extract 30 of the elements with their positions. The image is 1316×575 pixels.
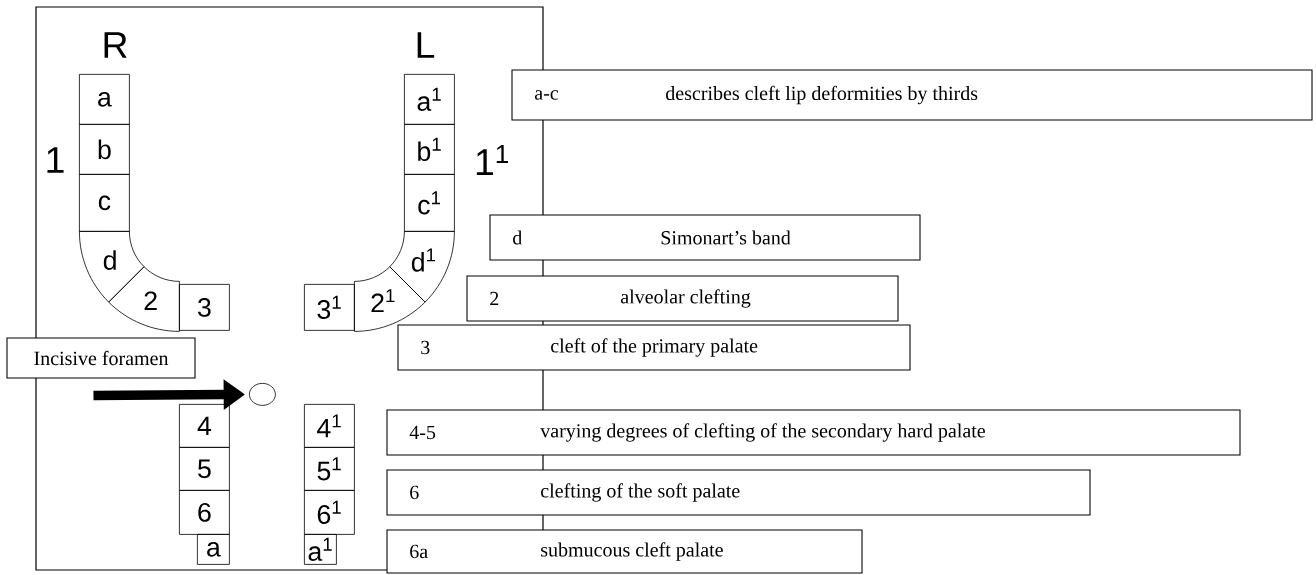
definition-box: 4-5 varying degrees of clefting of the secondary hard palate (386, 409, 1241, 456)
segment-box: a$^{1}$ (304, 534, 337, 565)
definition-box: 3 cleft of the primary palate (397, 324, 911, 371)
foramen-circle (249, 383, 276, 406)
segment-box: 4$^{1}$ (304, 404, 355, 448)
side-label: L (417, 32, 435, 58)
callout-box: Incisive foramen (6, 337, 196, 379)
segment-box: c$^{1}$ (404, 174, 455, 232)
definition-box: 6 clefting of the soft palate (386, 469, 1091, 516)
segment-box: 4 (179, 404, 230, 448)
side-label: R (104, 32, 127, 58)
segment-box: 6$^{1}$ (304, 490, 355, 535)
segment-box: c (79, 174, 130, 232)
segment-box: 5$^{1}$ (304, 447, 355, 491)
segment-box: 5 (179, 447, 230, 491)
curved-segment: d (79, 231, 145, 303)
segment-box: b$^{1}$ (404, 124, 455, 175)
segment-box: 3$^{1}$ (304, 284, 355, 331)
side-label: 1$^{1}$ (476, 145, 509, 175)
definition-box: 2 alveolar clefting (466, 275, 899, 322)
segment-box: a (79, 74, 130, 125)
definition-box: a-c describes cleft lip deformities by thirds (511, 69, 1313, 121)
segment-box: 6 (179, 490, 230, 535)
segment-box: a$^{1}$ (404, 74, 455, 125)
segment-box: b (79, 124, 130, 175)
segment-box: a (197, 534, 230, 565)
segment-box: 3 (179, 284, 230, 331)
definition-box: d Simonart’s band (489, 214, 921, 261)
definition-box: 6a submucous cleft palate (386, 529, 863, 574)
side-label: 1 (47, 147, 64, 173)
